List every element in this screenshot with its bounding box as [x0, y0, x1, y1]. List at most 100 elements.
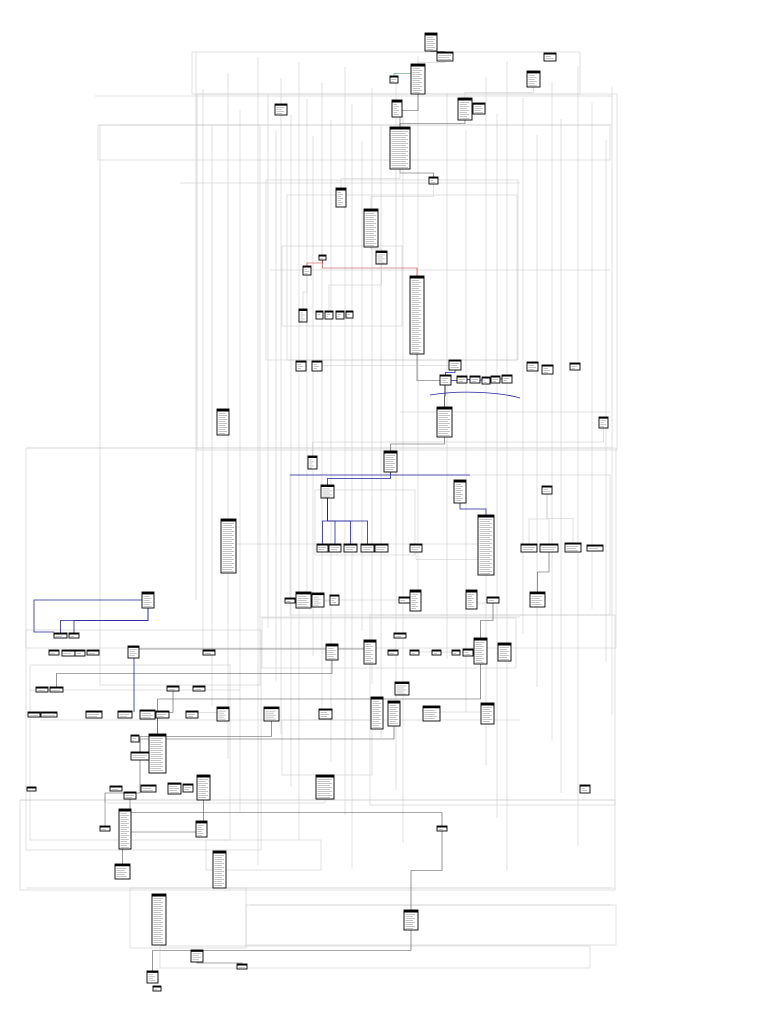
table-node[interactable] — [316, 543, 329, 553]
table-node[interactable] — [190, 949, 204, 963]
table-node[interactable] — [543, 52, 557, 62]
table-node[interactable] — [86, 649, 100, 656]
table-node[interactable] — [295, 360, 307, 372]
table-node[interactable] — [196, 774, 211, 801]
table-node[interactable] — [325, 643, 339, 661]
table-node[interactable] — [152, 985, 162, 992]
table-node[interactable] — [185, 710, 199, 719]
table-node[interactable] — [195, 820, 208, 838]
table-node[interactable] — [428, 176, 439, 185]
table-node[interactable] — [473, 637, 488, 665]
table-node[interactable] — [130, 734, 140, 743]
table-node[interactable] — [363, 208, 379, 248]
table-node[interactable] — [403, 909, 419, 931]
table-node[interactable] — [49, 686, 64, 693]
table-node[interactable] — [345, 310, 354, 319]
table-node[interactable] — [182, 783, 194, 793]
table-node[interactable] — [166, 685, 180, 692]
table-node[interactable] — [541, 485, 553, 495]
table-node[interactable] — [526, 361, 539, 372]
table-node[interactable] — [398, 596, 411, 604]
table-node[interactable] — [318, 254, 327, 261]
table-node[interactable] — [127, 645, 140, 659]
table-node[interactable] — [436, 825, 448, 832]
table-node[interactable] — [109, 785, 123, 792]
table-node[interactable] — [151, 893, 167, 946]
table-node[interactable] — [409, 649, 420, 656]
table-node[interactable] — [422, 705, 441, 722]
table-node[interactable] — [302, 265, 312, 276]
table-node[interactable] — [465, 589, 478, 610]
table-node[interactable] — [117, 710, 133, 719]
table-node[interactable] — [74, 649, 86, 657]
table-node[interactable] — [457, 97, 473, 121]
table-node[interactable] — [586, 544, 604, 552]
table-node[interactable] — [394, 681, 410, 696]
table-node[interactable] — [167, 782, 182, 795]
table-node[interactable] — [318, 708, 333, 720]
table-node[interactable] — [284, 597, 296, 604]
table-node[interactable] — [569, 362, 581, 371]
table-node[interactable] — [329, 594, 340, 606]
table-node[interactable] — [456, 375, 468, 384]
table-node[interactable] — [387, 649, 399, 656]
table-node[interactable] — [202, 649, 216, 656]
table-node[interactable] — [501, 374, 513, 384]
table-node[interactable] — [114, 863, 131, 880]
table-node[interactable] — [220, 518, 237, 574]
table-node[interactable] — [374, 543, 389, 553]
table-node[interactable] — [48, 649, 60, 656]
table-node[interactable] — [216, 408, 230, 436]
table-node[interactable] — [343, 543, 358, 553]
table-node[interactable] — [539, 543, 559, 553]
table-node[interactable] — [387, 700, 401, 727]
table-node[interactable] — [410, 63, 426, 95]
table-node[interactable] — [526, 70, 541, 88]
table-node[interactable] — [320, 484, 335, 499]
table-node[interactable] — [409, 543, 423, 553]
table-node[interactable] — [324, 310, 334, 320]
table-node[interactable] — [424, 32, 438, 52]
table-node[interactable] — [389, 75, 399, 84]
table-node[interactable] — [360, 543, 375, 553]
table-node[interactable] — [477, 514, 495, 576]
table-node[interactable] — [140, 784, 157, 793]
table-node[interactable] — [564, 542, 582, 553]
table-node[interactable] — [448, 359, 462, 371]
table-node[interactable] — [579, 784, 591, 794]
table-node[interactable] — [192, 685, 206, 692]
table-node[interactable] — [141, 591, 155, 609]
table-node[interactable] — [497, 642, 512, 662]
table-node[interactable] — [469, 375, 481, 384]
table-node[interactable] — [409, 275, 425, 355]
table-node[interactable] — [315, 310, 324, 320]
table-node[interactable] — [431, 649, 442, 656]
table-node[interactable] — [451, 649, 461, 656]
table-node[interactable] — [391, 99, 403, 118]
table-node[interactable] — [85, 710, 103, 719]
table-node[interactable] — [40, 711, 58, 718]
table-node[interactable] — [436, 406, 453, 438]
table-node[interactable] — [529, 591, 546, 608]
table-node[interactable] — [393, 632, 407, 639]
table-node[interactable] — [53, 632, 68, 639]
table-node[interactable] — [295, 591, 312, 609]
table-node[interactable] — [263, 706, 280, 722]
table-node[interactable] — [439, 374, 452, 386]
table-node[interactable] — [155, 710, 170, 719]
table-node[interactable] — [274, 103, 288, 116]
table-node[interactable] — [298, 308, 308, 323]
table-node[interactable] — [307, 455, 318, 470]
table-node[interactable] — [480, 702, 495, 725]
table-node[interactable] — [68, 632, 80, 639]
table-node[interactable] — [370, 696, 384, 730]
table-node[interactable] — [453, 479, 467, 504]
table-node[interactable] — [520, 543, 538, 553]
table-node[interactable] — [481, 376, 491, 385]
table-node[interactable] — [35, 686, 49, 693]
table-node[interactable] — [99, 825, 111, 832]
table-node[interactable] — [212, 850, 227, 889]
table-node[interactable] — [27, 711, 41, 718]
table-node[interactable] — [61, 649, 76, 657]
table-node[interactable] — [146, 970, 159, 984]
